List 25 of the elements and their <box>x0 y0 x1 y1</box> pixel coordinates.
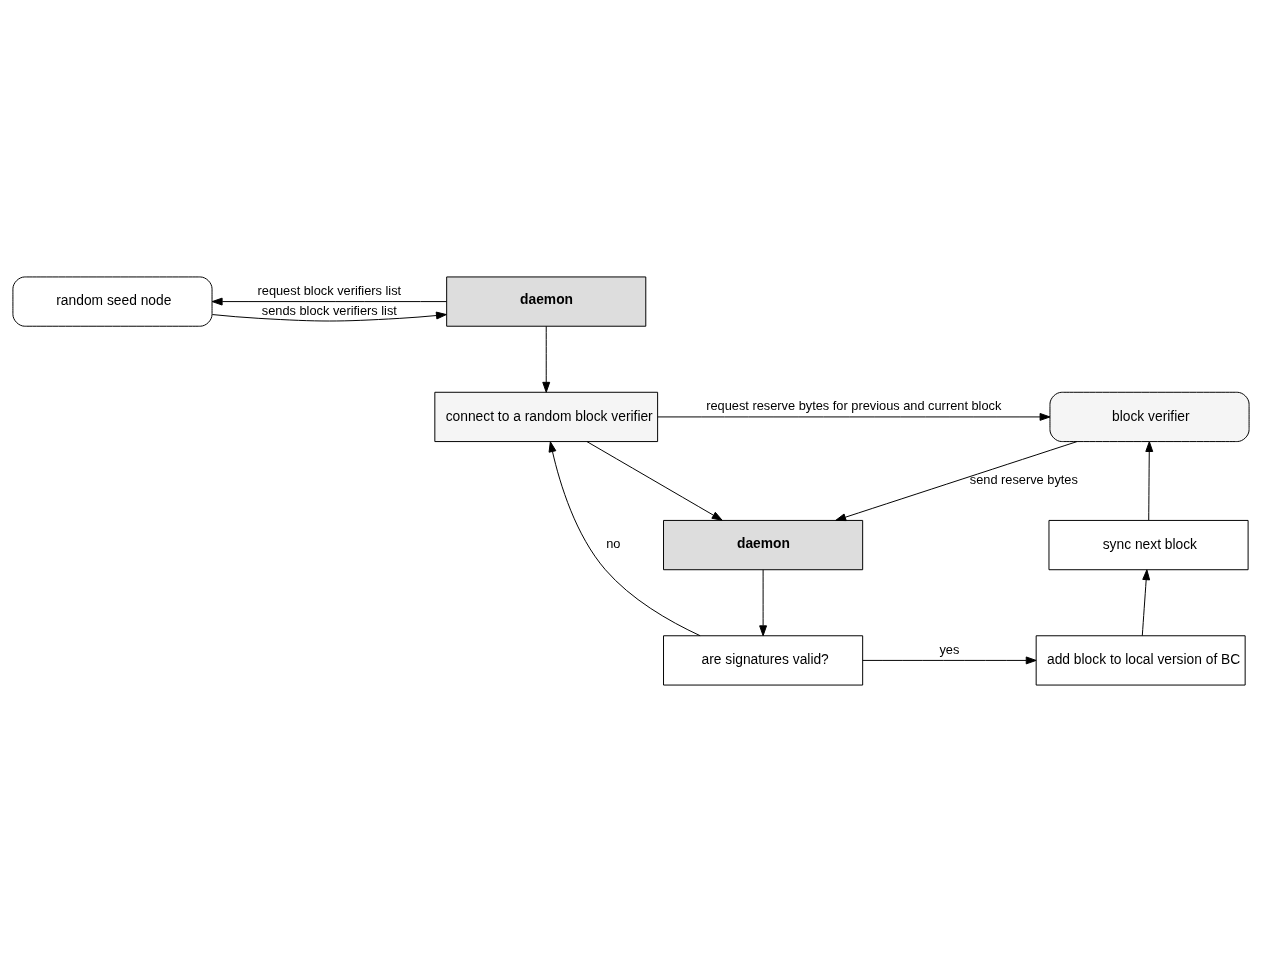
arrow <box>1141 569 1151 637</box>
node-box: connect to a random block verifier <box>434 391 659 443</box>
arrow <box>1145 441 1154 521</box>
arrow <box>542 325 551 393</box>
edge-label: send reserve bytes <box>969 472 1078 488</box>
arrow <box>211 311 447 322</box>
node-box: add block to local version of BC <box>1035 635 1246 686</box>
node-box: daemon <box>446 276 647 327</box>
edge-label: no <box>606 536 621 552</box>
edge-label: request reserve bytes for previous and current block <box>706 398 1002 414</box>
arrow <box>657 412 1051 421</box>
node-box: daemon <box>663 519 864 571</box>
arrow <box>211 297 448 306</box>
node-box: sync next block <box>1048 519 1249 571</box>
arrow <box>759 569 768 637</box>
edge-label: request block verifiers list <box>257 283 402 299</box>
edge-label: sends block verifiers list <box>261 302 397 318</box>
arrow <box>586 441 723 521</box>
node-box: random seed node <box>12 276 213 327</box>
arrow <box>548 441 701 637</box>
node-box: block verifier <box>1049 391 1250 443</box>
edge-label: yes <box>939 641 960 657</box>
node-box: are signatures valid? <box>663 635 864 686</box>
arrow <box>835 441 1078 522</box>
arrow <box>862 656 1037 665</box>
